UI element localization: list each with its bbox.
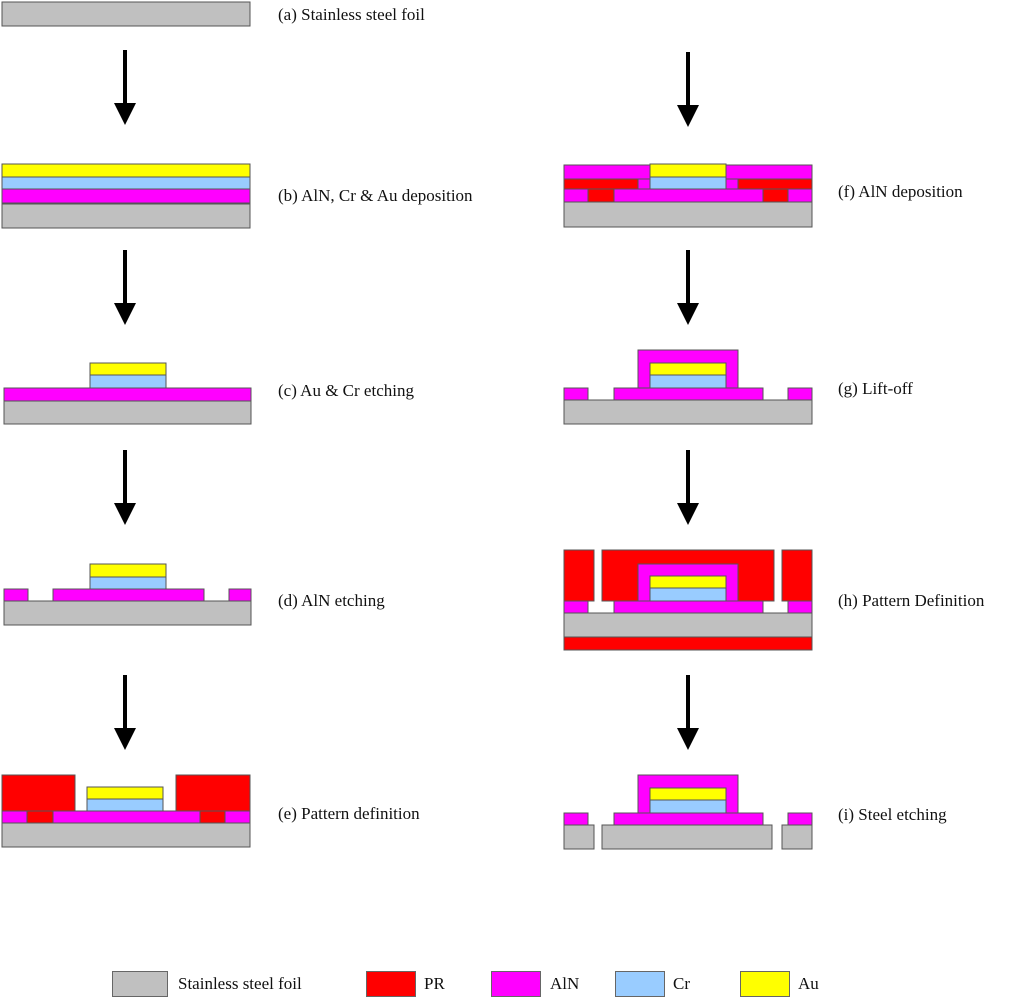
- legend-label-steel: Stainless steel foil: [178, 974, 302, 993]
- step-label-i: (i) Steel etching: [838, 805, 947, 824]
- arrow-a-to-b: [114, 50, 136, 125]
- legend-swatch-aln: [491, 971, 541, 997]
- step-f-aln-right: [787, 188, 813, 203]
- step-label-a: (a) Stainless steel foil: [278, 5, 425, 24]
- step-f-cr: [649, 176, 727, 190]
- step-e-pr-right-gap: [199, 810, 226, 824]
- step-e-aln-center: [52, 810, 201, 824]
- arrow-f-to-g: [677, 250, 699, 325]
- step-c-cr: [89, 374, 167, 389]
- legend-swatch-au: [740, 971, 790, 997]
- step-i-steel-left: [563, 824, 595, 850]
- step-e-cr: [86, 798, 164, 812]
- step-f-pr-left: [563, 178, 639, 190]
- step-e-aln-left: [1, 810, 28, 824]
- step-f-pr-right: [737, 178, 813, 190]
- arrow-h-to-i: [677, 675, 699, 750]
- step-c-steel: [3, 400, 252, 425]
- step-e-pr-right-top: [175, 774, 251, 812]
- step-d-aln-right: [228, 588, 252, 602]
- legend-label-au: Au: [798, 974, 819, 993]
- step-label-e: (e) Pattern definition: [278, 804, 420, 823]
- step-g-aln-right: [787, 387, 813, 401]
- step-c-aln: [3, 387, 252, 402]
- step-b-cr: [1, 176, 251, 190]
- step-e-steel: [1, 822, 251, 848]
- legend-swatch-steel: [112, 971, 168, 997]
- step-h-aln-left: [563, 600, 589, 614]
- step-label-h: (h) Pattern Definition: [838, 591, 985, 610]
- step-h-au: [649, 575, 727, 589]
- step-e-pr-left-top: [1, 774, 76, 812]
- step-d-au: [89, 563, 167, 578]
- step-h-pr-bottom: [563, 636, 813, 651]
- step-g-cr: [649, 374, 727, 389]
- step-h-aln-right: [787, 600, 813, 614]
- step-label-c: (c) Au & Cr etching: [278, 381, 414, 400]
- step-f-pr-right-gap: [762, 188, 789, 203]
- step-i-aln-right: [787, 812, 813, 826]
- legend-swatch-pr: [366, 971, 416, 997]
- step-a-steel: [1, 1, 251, 27]
- step-f-steel: [563, 201, 813, 228]
- step-i-aln-center: [613, 812, 764, 826]
- step-b-steel: [1, 203, 251, 229]
- step-i-au: [649, 787, 727, 801]
- step-g-steel: [563, 399, 813, 425]
- step-h-pr-left: [563, 549, 595, 602]
- arrow-to-f: [677, 52, 699, 127]
- step-c-au: [89, 362, 167, 376]
- step-h-cr: [649, 587, 727, 602]
- step-label-f: (f) AlN deposition: [838, 182, 963, 201]
- step-f-pr-left-gap: [587, 188, 615, 203]
- step-i-aln-left: [563, 812, 589, 826]
- step-i-steel-center: [601, 824, 773, 850]
- legend-swatch-cr: [615, 971, 665, 997]
- step-f-au: [649, 163, 727, 178]
- step-e-aln-right: [224, 810, 251, 824]
- step-h-pr-right: [781, 549, 813, 602]
- legend-label-aln: AlN: [550, 974, 580, 993]
- step-b-aln: [1, 188, 251, 204]
- arrow-d-to-e: [114, 675, 136, 750]
- step-e-pr-left-gap: [26, 810, 54, 824]
- step-e-au: [86, 786, 164, 800]
- step-b-au: [1, 163, 251, 178]
- step-d-aln-left: [3, 588, 29, 602]
- step-f-aln-left: [563, 188, 589, 203]
- legend-label-pr: PR: [424, 974, 445, 993]
- arrow-g-to-h: [677, 450, 699, 525]
- step-g-au: [649, 362, 727, 376]
- step-i-steel-right: [781, 824, 813, 850]
- legend-label-cr: Cr: [673, 974, 690, 993]
- step-d-aln-center: [52, 588, 205, 602]
- step-f-aln-center: [613, 188, 764, 203]
- arrow-c-to-d: [114, 450, 136, 525]
- step-d-steel: [3, 600, 252, 626]
- step-i-cr: [649, 799, 727, 814]
- step-label-b: (b) AlN, Cr & Au deposition: [278, 186, 473, 205]
- step-d-cr: [89, 576, 167, 590]
- step-label-g: (g) Lift-off: [838, 379, 913, 398]
- step-g-aln-center: [613, 387, 764, 401]
- arrow-b-to-c: [114, 250, 136, 325]
- step-g-aln-left: [563, 387, 589, 401]
- step-label-d: (d) AlN etching: [278, 591, 385, 610]
- step-h-steel: [563, 612, 813, 638]
- step-h-aln-center: [613, 600, 764, 614]
